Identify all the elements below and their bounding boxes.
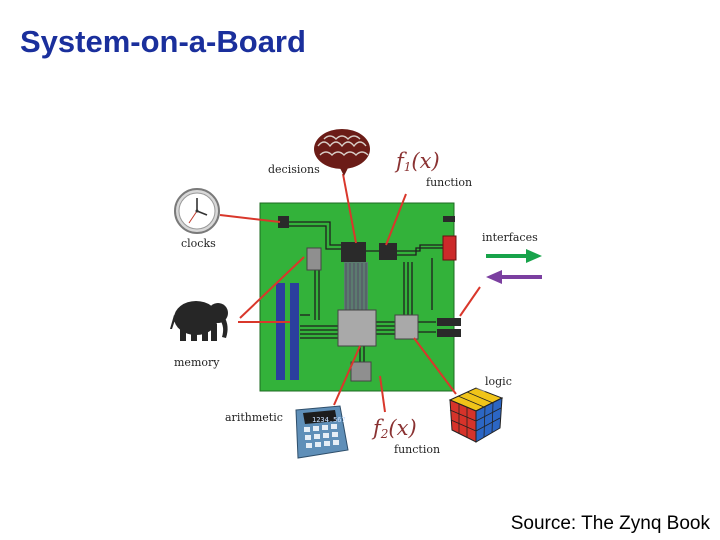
memory-controller-chip — [306, 247, 322, 271]
f2-symbol: f — [371, 416, 384, 440]
io-header — [437, 318, 461, 326]
bus-lines — [344, 262, 368, 310]
processor-chip — [337, 309, 377, 347]
arithmetic-label: arithmetic — [225, 411, 283, 424]
io-header — [437, 329, 461, 337]
memory-bar — [290, 283, 299, 380]
decisions-label: decisions — [268, 163, 320, 176]
f2-subscript: 2 — [380, 427, 389, 441]
output-arrowhead-icon — [526, 249, 542, 263]
elephant-icon — [170, 301, 228, 341]
source-caption: Source: The Zynq Book — [510, 513, 710, 534]
clock-icon — [174, 188, 220, 234]
interfaces-label: interfaces — [482, 231, 538, 244]
interface-connector — [442, 235, 457, 261]
slide-title: System-on-a-Board — [20, 24, 306, 59]
f1-symbol: f — [394, 149, 407, 173]
decision-chip — [341, 242, 366, 262]
input-arrowhead-icon — [486, 270, 502, 284]
function-label-1: function — [426, 176, 472, 189]
logic-chip — [394, 314, 419, 340]
f2-argument: (x) — [388, 416, 416, 440]
io-header — [443, 216, 455, 222]
logic-label: logic — [485, 375, 512, 388]
clocks-label: clocks — [181, 237, 216, 250]
function-chip — [379, 243, 397, 260]
pointer-lines — [219, 173, 481, 413]
calculator-icon: 1234.567 — [295, 405, 349, 459]
memory-bar — [276, 283, 285, 380]
f1-subscript: 1 — [404, 160, 412, 174]
function-1-notation: f1(x) — [394, 149, 440, 174]
rubiks-cube-icon — [448, 384, 504, 443]
function-2-notation: f2(x) — [371, 416, 417, 441]
function-label-2: function — [394, 443, 440, 456]
calculator-display: 1234.567 — [312, 416, 346, 424]
memory-label: memory — [174, 356, 220, 369]
arithmetic-chip — [350, 361, 372, 382]
clock-chip — [278, 216, 289, 228]
f1-argument: (x) — [411, 149, 439, 173]
brain-icon — [314, 129, 370, 176]
